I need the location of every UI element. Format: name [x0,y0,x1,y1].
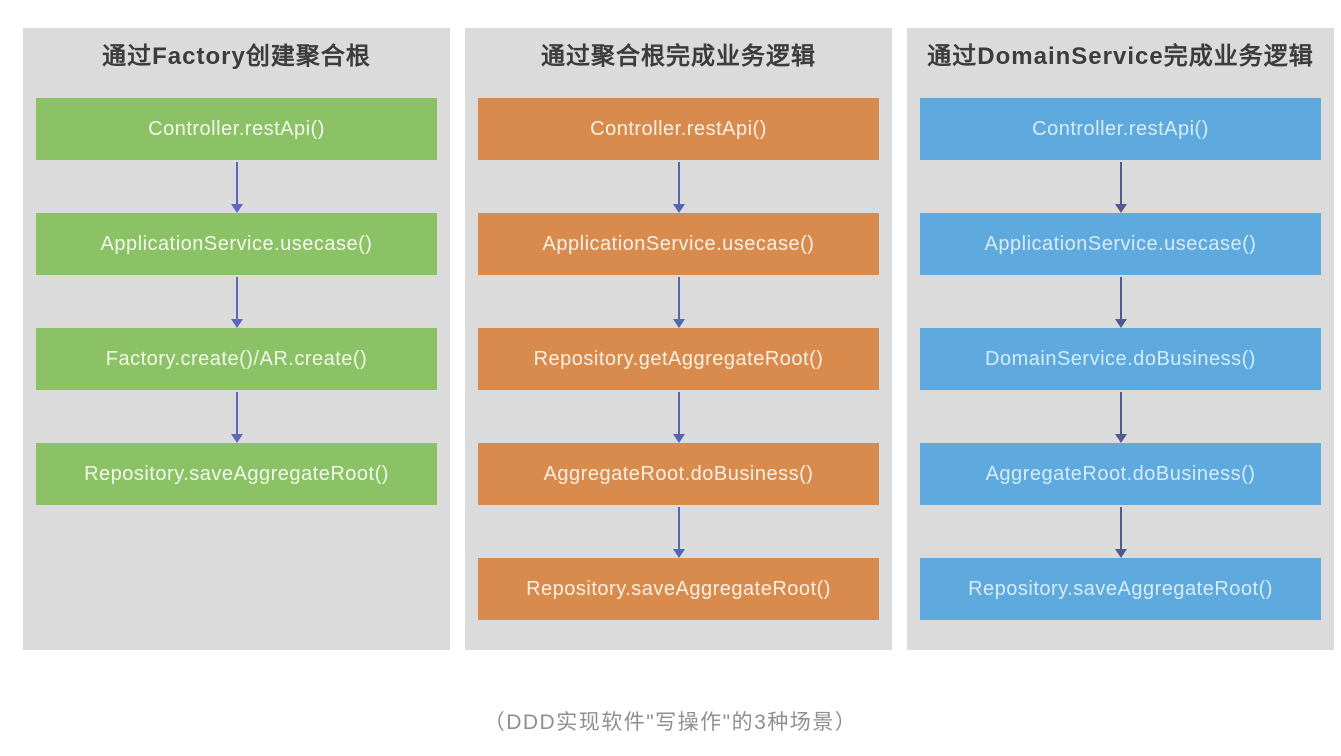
flow-aggregate-root: Controller.restApi() ApplicationService.… [478,98,879,620]
flow-step: AggregateRoot.doBusiness() [478,443,879,505]
down-arrow-icon [920,390,1321,443]
panel-title: 通过DomainService完成业务逻辑 [927,42,1314,70]
scenario-panels: 通过Factory创建聚合根 Controller.restApi() Appl… [23,28,1334,650]
flow-step: Repository.saveAggregateRoot() [478,558,879,620]
panel-title: 通过Factory创建聚合根 [102,42,371,70]
flow-step: ApplicationService.usecase() [36,213,437,275]
flow-step: Repository.saveAggregateRoot() [36,443,437,505]
down-arrow-icon [920,275,1321,328]
flow-step: Repository.getAggregateRoot() [478,328,879,390]
scenario-panel-aggregate-root: 通过聚合根完成业务逻辑 Controller.restApi() Applica… [465,28,892,650]
scenario-panel-domain-service: 通过DomainService完成业务逻辑 Controller.restApi… [907,28,1334,650]
flow-step: Controller.restApi() [920,98,1321,160]
flow-step: Factory.create()/AR.create() [36,328,437,390]
flow-step: DomainService.doBusiness() [920,328,1321,390]
flow-step: ApplicationService.usecase() [478,213,879,275]
down-arrow-icon [478,160,879,213]
down-arrow-icon [920,505,1321,558]
down-arrow-icon [36,390,437,443]
down-arrow-icon [36,275,437,328]
flow-domain-service: Controller.restApi() ApplicationService.… [920,98,1321,620]
down-arrow-icon [36,160,437,213]
down-arrow-icon [920,160,1321,213]
diagram-caption: （DDD实现软件"写操作"的3种场景） [483,711,858,734]
down-arrow-icon [478,275,879,328]
scenario-panel-factory: 通过Factory创建聚合根 Controller.restApi() Appl… [23,28,450,650]
flow-step: Controller.restApi() [36,98,437,160]
flow-factory: Controller.restApi() ApplicationService.… [36,98,437,505]
flow-step: Repository.saveAggregateRoot() [920,558,1321,620]
flow-step: Controller.restApi() [478,98,879,160]
panel-title: 通过聚合根完成业务逻辑 [541,42,816,70]
flow-step: AggregateRoot.doBusiness() [920,443,1321,505]
down-arrow-icon [478,505,879,558]
flow-step: ApplicationService.usecase() [920,213,1321,275]
down-arrow-icon [478,390,879,443]
